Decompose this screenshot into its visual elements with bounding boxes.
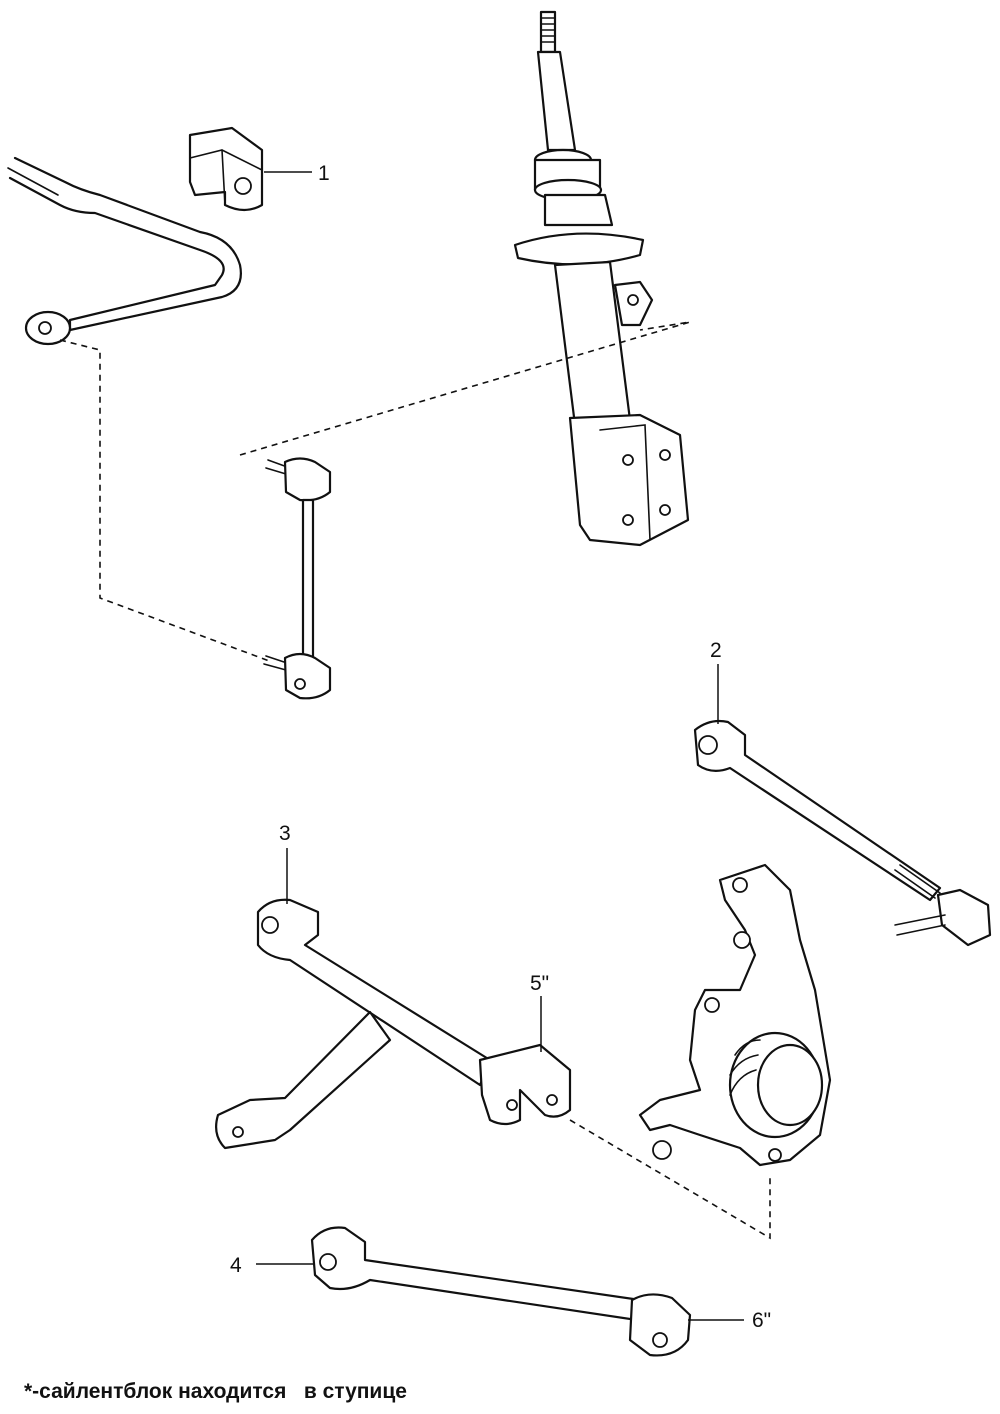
upper-lateral-arm <box>693 719 992 947</box>
steering-knuckle <box>638 863 832 1167</box>
front-lateral-arm <box>256 898 572 1126</box>
stabilizer-bushing <box>188 126 264 212</box>
strut-shock-absorber <box>513 10 690 547</box>
callout-6: 6" <box>752 1309 771 1332</box>
leader-lines <box>256 171 744 1321</box>
lower-lateral-arm <box>310 1226 692 1357</box>
callout-3: 3 <box>279 822 291 845</box>
stabilizer-link <box>263 457 332 700</box>
callout-4: 4 <box>230 1254 242 1277</box>
assembly-lines <box>59 321 771 1240</box>
callout-1: 1 <box>318 162 330 185</box>
stabilizer-bar <box>7 156 242 346</box>
trailing-arm <box>215 1010 392 1150</box>
callout-5: 5" <box>530 972 549 995</box>
callout-2: 2 <box>710 639 722 662</box>
footnote: *-сайлентблок находится в ступице <box>24 1380 407 1403</box>
